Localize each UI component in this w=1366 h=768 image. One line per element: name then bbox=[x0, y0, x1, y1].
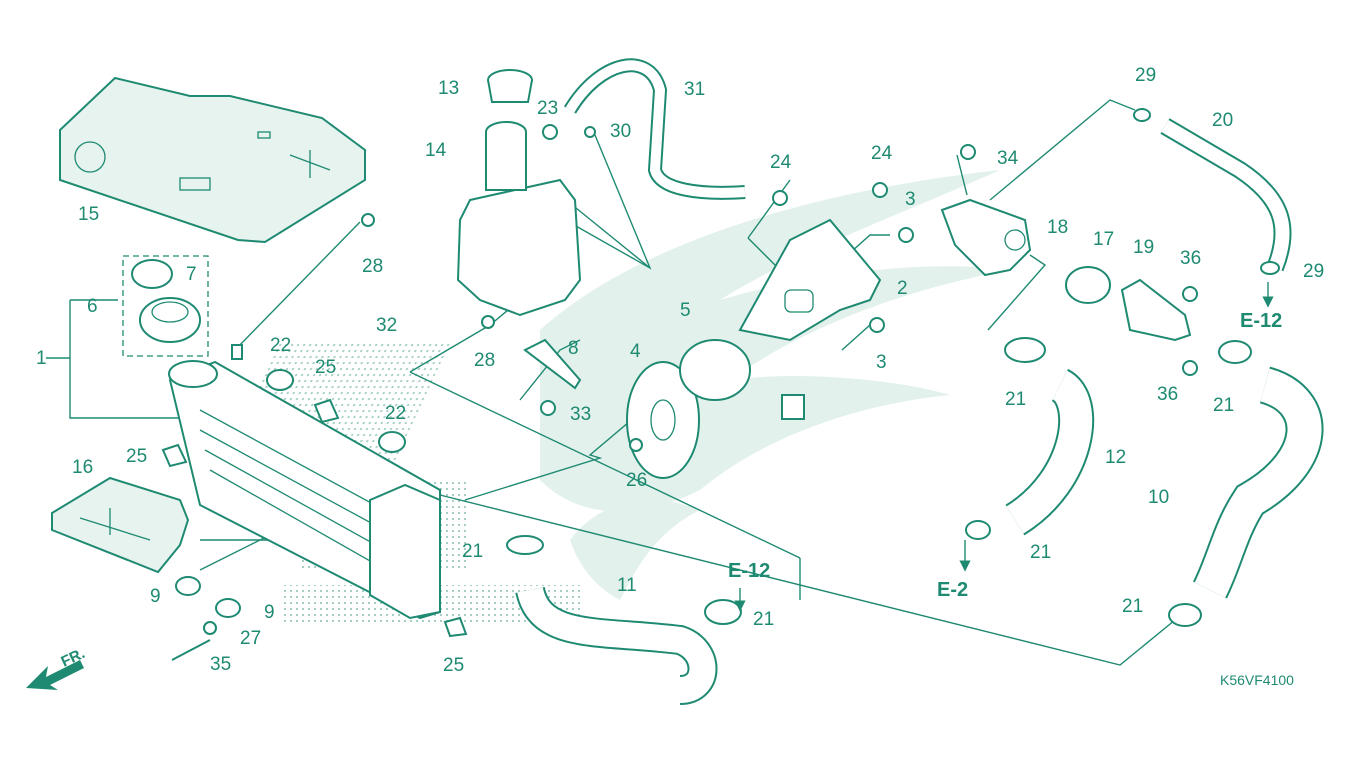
ref-e2: E-2 bbox=[937, 579, 968, 601]
callout-17: 17 bbox=[1093, 229, 1114, 250]
callout-20: 20 bbox=[1212, 110, 1233, 131]
small-hardware bbox=[161, 124, 1198, 661]
callout-13: 13 bbox=[438, 78, 459, 99]
callout-4: 4 bbox=[630, 341, 641, 362]
callout-9b: 9 bbox=[264, 602, 275, 623]
part-1-radiator bbox=[168, 344, 441, 620]
callout-16: 16 bbox=[72, 457, 93, 478]
callout-21a: 21 bbox=[1005, 389, 1026, 410]
part-6-radiator-cap bbox=[122, 255, 209, 357]
callout-11: 11 bbox=[617, 575, 637, 596]
callout-22a: 22 bbox=[270, 335, 291, 356]
part-18-thermostat-housing bbox=[940, 198, 1032, 277]
part-14-reservoir-tank bbox=[456, 69, 582, 317]
callout-27: 27 bbox=[240, 628, 261, 649]
part-17-thermostat bbox=[1065, 266, 1111, 304]
callout-32: 32 bbox=[376, 315, 397, 336]
callout-21e: 21 bbox=[1030, 542, 1051, 563]
callout-1: 1 bbox=[36, 348, 47, 369]
callout-25a: 25 bbox=[315, 357, 336, 378]
part-15-cover-plate bbox=[59, 76, 366, 244]
callout-26: 26 bbox=[626, 470, 647, 491]
callout-2: 2 bbox=[897, 278, 908, 299]
callout-3b: 3 bbox=[876, 352, 887, 373]
part-16-plate bbox=[51, 476, 190, 574]
callout-7: 7 bbox=[186, 264, 197, 285]
callout-15: 15 bbox=[78, 204, 99, 225]
callout-5: 5 bbox=[680, 300, 691, 321]
callout-22b: 22 bbox=[385, 403, 406, 424]
callout-28a: 28 bbox=[362, 256, 383, 277]
callout-19: 19 bbox=[1133, 237, 1154, 258]
callout-29b: 29 bbox=[1303, 261, 1324, 282]
callout-14: 14 bbox=[425, 140, 447, 161]
callout-29a: 29 bbox=[1135, 65, 1156, 86]
ref-e12-top: E-12 bbox=[1240, 310, 1282, 332]
watermark-wing bbox=[540, 170, 1010, 600]
callout-21b: 21 bbox=[1213, 395, 1234, 416]
callout-24b: 24 bbox=[871, 143, 893, 164]
callout-36a: 36 bbox=[1180, 248, 1201, 269]
callout-36b: 36 bbox=[1157, 384, 1178, 405]
callout-28b: 28 bbox=[474, 350, 495, 371]
callout-21f: 21 bbox=[1122, 596, 1143, 617]
callout-21c: 21 bbox=[462, 541, 483, 562]
ref-e12-bottom: E-12 bbox=[728, 560, 770, 582]
part-19-thermostat-cover bbox=[1120, 278, 1192, 342]
part-5-fan-motor bbox=[679, 339, 805, 420]
callout-3a: 3 bbox=[905, 189, 916, 210]
part-2-fan-shroud bbox=[738, 218, 882, 342]
part-4-fan bbox=[626, 361, 700, 479]
callout-24a: 24 bbox=[770, 152, 792, 173]
callout-23: 23 bbox=[537, 98, 558, 119]
hose-clamps bbox=[506, 108, 1280, 627]
callout-25c: 25 bbox=[443, 655, 464, 676]
callout-18: 18 bbox=[1047, 217, 1068, 238]
hoses bbox=[375, 58, 1324, 705]
diagram-code: K56VF4100 bbox=[1220, 672, 1294, 688]
callout-25b: 25 bbox=[126, 446, 147, 467]
callout-labels: 1 2 3 3 4 5 6 7 8 9 9 10 11 12 13 14 15 … bbox=[36, 65, 1324, 676]
callout-33: 33 bbox=[570, 404, 591, 425]
callout-9a: 9 bbox=[150, 586, 161, 607]
callout-35: 35 bbox=[210, 654, 231, 675]
front-arrow: FR. bbox=[26, 645, 88, 690]
callout-30: 30 bbox=[610, 121, 631, 142]
reference-marks: E-12 E-12 E-2 bbox=[728, 282, 1282, 612]
callout-10: 10 bbox=[1148, 487, 1169, 508]
callout-6: 6 bbox=[87, 296, 98, 317]
callout-21d: 21 bbox=[753, 609, 774, 630]
callout-8: 8 bbox=[568, 338, 579, 359]
callout-31: 31 bbox=[684, 79, 705, 100]
callout-34: 34 bbox=[997, 148, 1019, 169]
callout-12: 12 bbox=[1105, 447, 1126, 468]
